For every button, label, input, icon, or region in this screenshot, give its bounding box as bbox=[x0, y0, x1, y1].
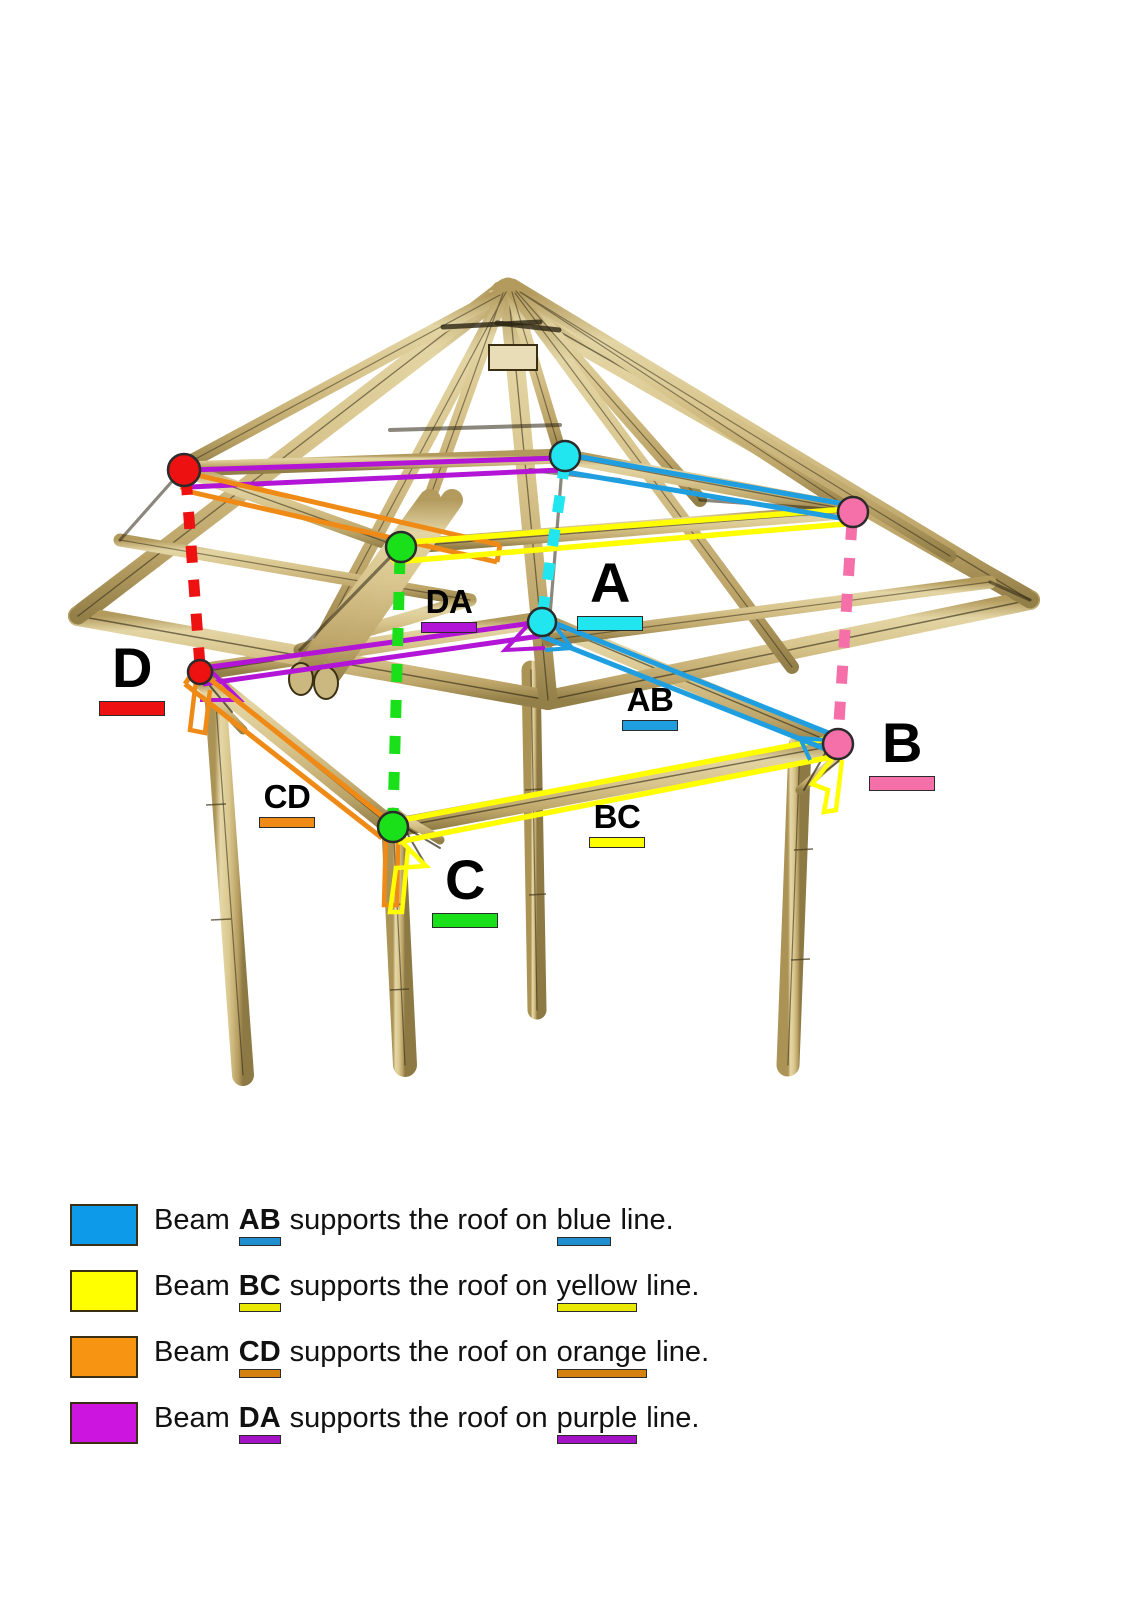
dot-D-upper bbox=[166, 452, 202, 488]
label-beam-CD-bar bbox=[259, 817, 315, 828]
legend-swatch-DA bbox=[70, 1402, 138, 1444]
label-point-D-text: D bbox=[112, 636, 152, 699]
beam-DA-highlight bbox=[187, 455, 563, 702]
legend-swatch-AB bbox=[70, 1204, 138, 1246]
legend-beam-word-CD: Beam bbox=[154, 1336, 230, 1368]
dot-A-lower bbox=[526, 606, 558, 638]
legend-beam-id-AB: AB bbox=[238, 1204, 281, 1246]
label-beam-CD: CD bbox=[259, 780, 315, 828]
legend-tail-BC: line. bbox=[646, 1270, 700, 1302]
label-beam-CD-text: CD bbox=[263, 778, 311, 815]
legend-color-word-BC: yellow bbox=[556, 1270, 637, 1312]
label-point-C-bar bbox=[432, 913, 498, 928]
legend-tail-CD: line. bbox=[655, 1336, 710, 1368]
legend-mid-BC: supports the roof on bbox=[289, 1270, 548, 1302]
post-group bbox=[204, 660, 814, 1086]
legend-mid-AB: supports the roof on bbox=[289, 1204, 548, 1236]
legend-beam-word-AB: Beam bbox=[154, 1204, 230, 1236]
label-point-B-text: B bbox=[882, 711, 922, 774]
dot-C-lower bbox=[376, 810, 410, 844]
legend-text-DA: Beam DA supports the roof on purple line… bbox=[154, 1402, 699, 1444]
dashed-line-C bbox=[387, 555, 406, 819]
dashed-line-B bbox=[832, 521, 858, 739]
label-beam-BC-bar bbox=[589, 837, 645, 848]
dot-B-upper bbox=[836, 495, 870, 529]
legend-color-word-CD: orange bbox=[556, 1336, 648, 1378]
label-point-C: C bbox=[432, 852, 498, 928]
correspondence-lines bbox=[180, 461, 858, 819]
legend-text-AB: Beam AB supports the roof on blue line. bbox=[154, 1204, 674, 1246]
legend-beam-word-BC: Beam bbox=[154, 1270, 230, 1302]
label-beam-BC-text: BC bbox=[593, 798, 641, 835]
label-beam-AB: AB bbox=[622, 683, 678, 731]
legend-row-DA: Beam DA supports the roof on purple line… bbox=[70, 1390, 970, 1456]
legend-tail-DA: line. bbox=[646, 1402, 700, 1434]
label-point-A: A bbox=[577, 555, 643, 631]
legend-text-BC: Beam BC supports the roof on yellow line… bbox=[154, 1270, 699, 1312]
label-beam-DA: DA bbox=[421, 585, 477, 633]
label-beam-AB-bar bbox=[622, 720, 678, 731]
legend-mid-DA: supports the roof on bbox=[289, 1402, 548, 1434]
label-beam-BC: BC bbox=[589, 800, 645, 848]
label-beam-DA-text: DA bbox=[425, 583, 473, 620]
legend-mid-CD: supports the roof on bbox=[289, 1336, 548, 1368]
legend-row-BC: Beam BC supports the roof on yellow line… bbox=[70, 1258, 970, 1324]
label-point-B: B bbox=[869, 715, 935, 791]
legend-beam-word-DA: Beam bbox=[154, 1402, 230, 1434]
legend-row-AB: Beam AB supports the roof on blue line. bbox=[70, 1192, 970, 1258]
legend-beam-id-DA: DA bbox=[238, 1402, 281, 1444]
dashed-line-A bbox=[536, 461, 571, 618]
legend-beam-id-CD: CD bbox=[238, 1336, 281, 1378]
legend-tail-AB: line. bbox=[620, 1204, 674, 1236]
corner-dots bbox=[166, 439, 870, 844]
dot-B-lower bbox=[821, 727, 855, 761]
dot-A-upper bbox=[548, 439, 582, 473]
label-point-C-text: C bbox=[445, 848, 485, 911]
label-point-A-bar bbox=[577, 616, 643, 631]
legend-row-CD: Beam CD supports the roof on orange line… bbox=[70, 1324, 970, 1390]
label-point-D-bar bbox=[99, 701, 165, 716]
legend-color-word-AB: blue bbox=[556, 1204, 611, 1246]
beam-CD-highlight bbox=[179, 470, 503, 908]
legend-swatch-BC bbox=[70, 1270, 138, 1312]
label-point-D: D bbox=[99, 640, 165, 716]
legend: Beam AB supports the roof on blue line. … bbox=[70, 1192, 970, 1456]
label-point-A-text: A bbox=[590, 551, 630, 614]
label-point-B-bar bbox=[869, 776, 935, 791]
label-beam-DA-bar bbox=[421, 622, 477, 633]
dot-D-lower bbox=[186, 658, 214, 686]
dashed-line-D bbox=[180, 477, 206, 667]
legend-swatch-CD bbox=[70, 1336, 138, 1378]
label-beam-AB-text: AB bbox=[626, 681, 674, 718]
legend-text-CD: Beam CD supports the roof on orange line… bbox=[154, 1336, 709, 1378]
legend-color-word-DA: purple bbox=[556, 1402, 637, 1444]
dot-C-upper bbox=[384, 530, 418, 564]
legend-beam-id-BC: BC bbox=[238, 1270, 281, 1312]
